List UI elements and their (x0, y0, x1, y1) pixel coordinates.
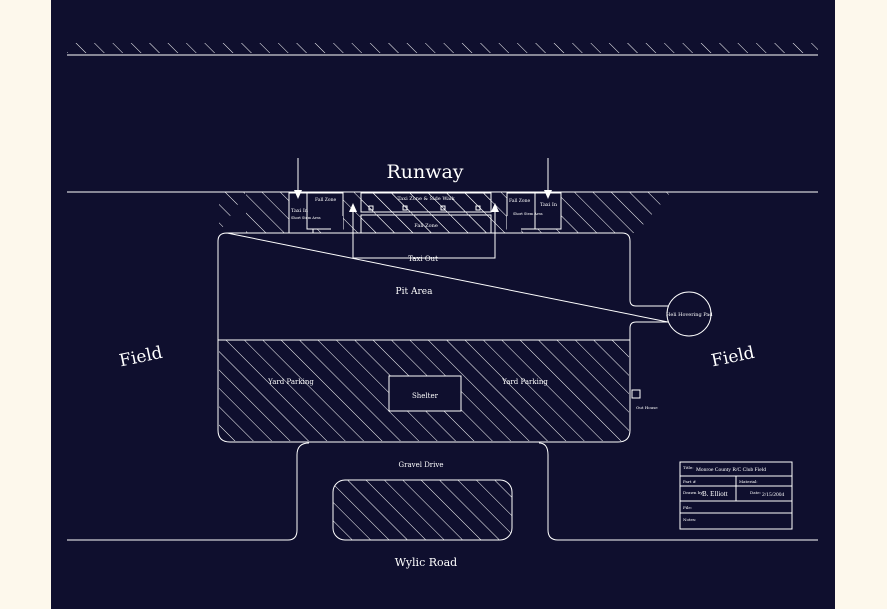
field-left-label: Field (118, 343, 165, 372)
title-label: Title: (683, 465, 694, 470)
runway-label: Runway (386, 161, 463, 183)
taxi-in-right-arrow (544, 158, 552, 199)
taxi-in-left-label: Taxi In (291, 208, 309, 214)
heli-pad (666, 291, 712, 337)
shelter (388, 375, 462, 412)
yard-parking-left-label: Yard Parking (267, 378, 314, 386)
heli-pad-label: Heli Hovering Pad (666, 312, 713, 318)
out-house (631, 389, 641, 399)
part-label: Part # (683, 479, 697, 484)
notes-label: Notes: (683, 517, 696, 522)
fall-zone-right-label: Fall Zone (509, 198, 531, 204)
short-stem-left-label: Short Stem Area (291, 216, 321, 220)
fall-zone-left-label: Fall Zone (315, 197, 337, 203)
pit-area (217, 232, 669, 443)
drawn-label: Drawn by: (683, 490, 704, 495)
drawn-value: B. Elliott (702, 490, 728, 498)
date-value: 2/15/2004 (762, 492, 785, 498)
taxi-out-label: Taxi Out (408, 255, 438, 263)
field-plan: Runway (67, 43, 818, 569)
title-block: Title: Monroe County R/C Club Field Part… (679, 461, 793, 530)
material-label: Material: (739, 479, 758, 484)
road-label: Wylic Road (395, 556, 457, 569)
blueprint-sheet: Runway (51, 0, 835, 609)
pit-area-label: Pit Area (396, 287, 434, 297)
taxi-in-right-label: Taxi In (540, 202, 558, 208)
yard-parking-right-label: Yard Parking (501, 378, 548, 386)
center-fall-label: Fall Zone (414, 223, 438, 229)
shelter-label: Shelter (412, 392, 439, 400)
gravel-drive (67, 442, 818, 541)
gravel-drive-label: Gravel Drive (399, 461, 444, 469)
title-value: Monroe County R/C Club Field (696, 467, 766, 473)
field-right-label: Field (710, 343, 757, 372)
short-stem-right-label: Short Stem Area (513, 212, 543, 216)
center-taxi-label: Taxi Zone & Side Walk (397, 196, 455, 202)
date-label: Date: (750, 490, 761, 495)
fall-zone-left-box (306, 192, 344, 233)
out-house-label: Out House (636, 405, 658, 410)
taxi-in-left-arrow (294, 158, 302, 199)
file-label: File: (683, 505, 692, 510)
center-taxi-zone (360, 192, 492, 234)
top-border-hatch (67, 43, 818, 56)
